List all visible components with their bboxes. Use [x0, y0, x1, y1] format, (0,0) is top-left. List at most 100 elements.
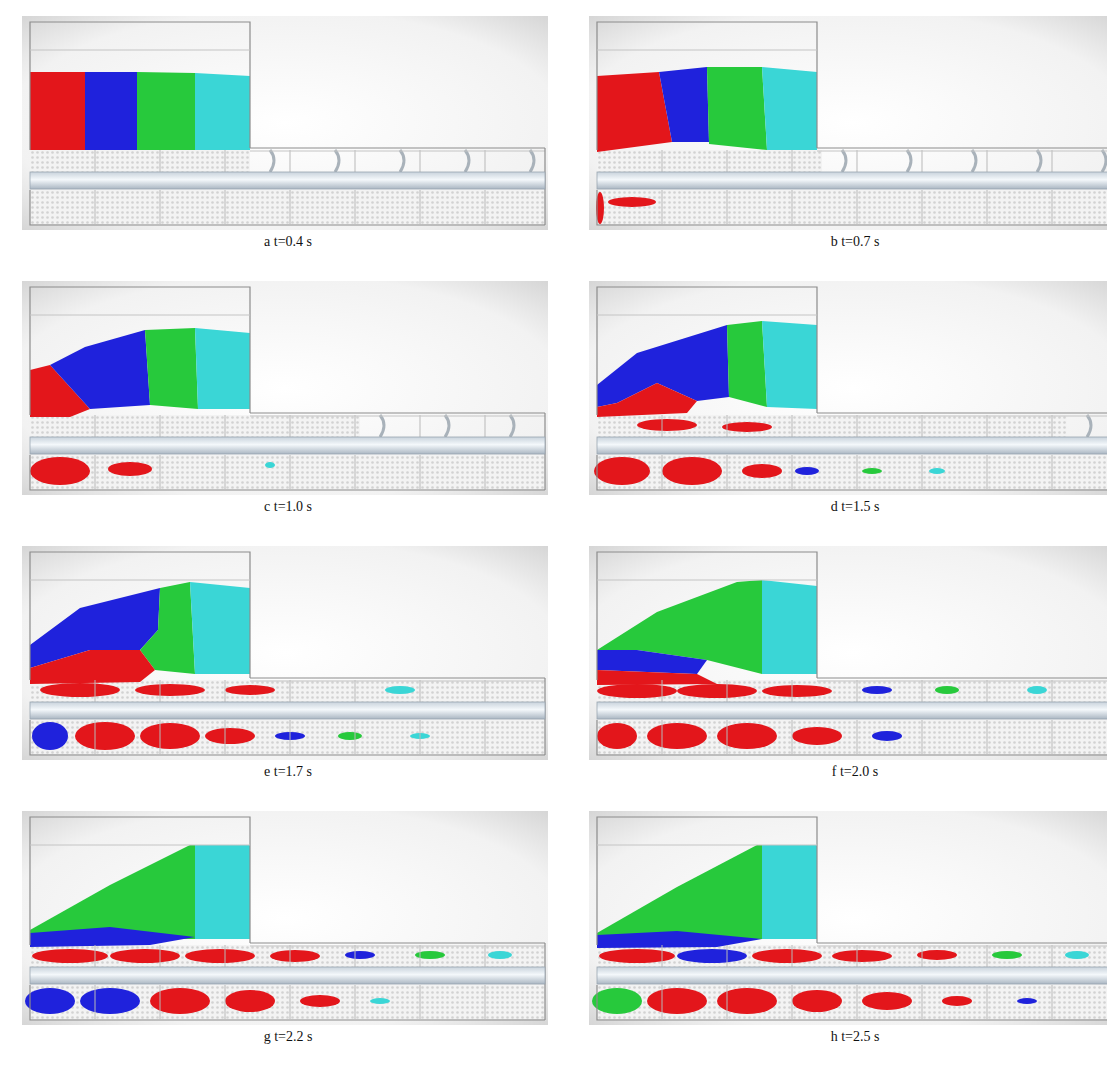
particle-cluster [370, 998, 390, 1004]
trough-outline [250, 942, 545, 943]
pitch-line [225, 985, 226, 1019]
trough-outline [597, 455, 1107, 490]
particles [30, 150, 250, 172]
pitch-line [662, 455, 663, 489]
particle-layer [30, 650, 155, 684]
simulation-panel [22, 811, 548, 1025]
particle-layer [30, 72, 85, 150]
particle-cluster [599, 949, 675, 963]
pitch-line [160, 455, 161, 489]
pitch-line [160, 150, 161, 172]
particle-cluster [300, 995, 340, 1007]
panel-caption: e t=1.7 s [264, 764, 312, 780]
panel-ground [22, 546, 548, 760]
pitch-line [857, 680, 858, 702]
panel-ground [22, 281, 548, 495]
particle-layer [597, 72, 672, 152]
screw-flight [842, 150, 846, 172]
pitch-line [355, 680, 356, 702]
pitch-line [485, 720, 486, 754]
simulation-panel [589, 811, 1107, 1025]
particle-cluster [862, 992, 912, 1010]
particle-layer [190, 582, 250, 674]
screw-shaft [30, 702, 545, 719]
pitch-line [290, 150, 291, 172]
screw-flight [400, 150, 404, 172]
particles [597, 720, 1107, 754]
pitch-line [225, 680, 226, 702]
particle-layer [145, 328, 198, 409]
pitch-line [922, 720, 923, 754]
trough-outline [817, 147, 1107, 148]
hopper-outline [597, 817, 817, 945]
pitch-line [662, 190, 663, 224]
pitch-line [485, 455, 486, 489]
particle-cluster [862, 468, 882, 474]
particle-cluster [752, 949, 822, 963]
trough-outline [597, 190, 1107, 225]
screw-flight [530, 150, 534, 172]
pitch-line [355, 945, 356, 967]
particles [30, 985, 545, 1019]
particle-layer [85, 72, 137, 150]
pitch-line [987, 945, 988, 967]
particle-cluster [488, 951, 512, 959]
pitch-line [485, 680, 486, 702]
pitch-line [922, 150, 923, 172]
particles [597, 415, 1067, 437]
hopper-outline [597, 315, 817, 316]
hopper-outline [30, 817, 250, 945]
pitch-line [662, 945, 663, 967]
screw-shaft [597, 437, 1107, 454]
panel-caption: f t=2.0 s [832, 764, 878, 780]
hopper-outline [597, 22, 817, 150]
particle-layer [762, 580, 817, 674]
pitch-line [1052, 455, 1053, 489]
pitch-line [225, 190, 226, 224]
pitch-line [160, 190, 161, 224]
pitch-line [1052, 945, 1053, 967]
particle-cluster [75, 722, 135, 750]
pitch-line [160, 985, 161, 1019]
pitch-line [355, 985, 356, 1019]
pitch-line [420, 720, 421, 754]
screw-flight [1037, 150, 1041, 172]
pitch-line [987, 190, 988, 224]
trough-outline [597, 720, 1107, 755]
pitch-line [987, 720, 988, 754]
screw-shaft [30, 172, 545, 189]
pitch-line [95, 455, 96, 489]
simulation-panel [589, 16, 1107, 230]
pitch-line [987, 680, 988, 702]
pitch-line [727, 680, 728, 702]
particle-cluster [762, 685, 832, 697]
trough-outline [817, 412, 1107, 413]
particle-cluster [677, 949, 747, 963]
pitch-line [792, 680, 793, 702]
particle-cluster [110, 949, 180, 963]
screw-flight [380, 415, 384, 437]
pitch-line [662, 150, 663, 172]
particle-cluster [140, 723, 200, 749]
pitch-line [160, 415, 161, 437]
pitch-line [792, 190, 793, 224]
pitch-line [727, 415, 728, 437]
pitch-line [987, 150, 988, 172]
particles [597, 985, 1107, 1019]
pitch-line [792, 720, 793, 754]
particle-cluster [795, 467, 819, 475]
particle-cluster [185, 949, 255, 963]
pitch-line [857, 720, 858, 754]
screw-flight [465, 150, 469, 172]
screw-shaft [30, 437, 545, 454]
screw-flight [510, 415, 514, 437]
particle-layer [762, 67, 817, 150]
simulation-panel [22, 546, 548, 760]
pitch-line [1052, 720, 1053, 754]
particle-layer [597, 650, 707, 674]
screw-shaft [597, 702, 1107, 719]
particle-cluster [80, 988, 140, 1014]
particle-cluster [862, 686, 892, 694]
pitch-line [727, 455, 728, 489]
